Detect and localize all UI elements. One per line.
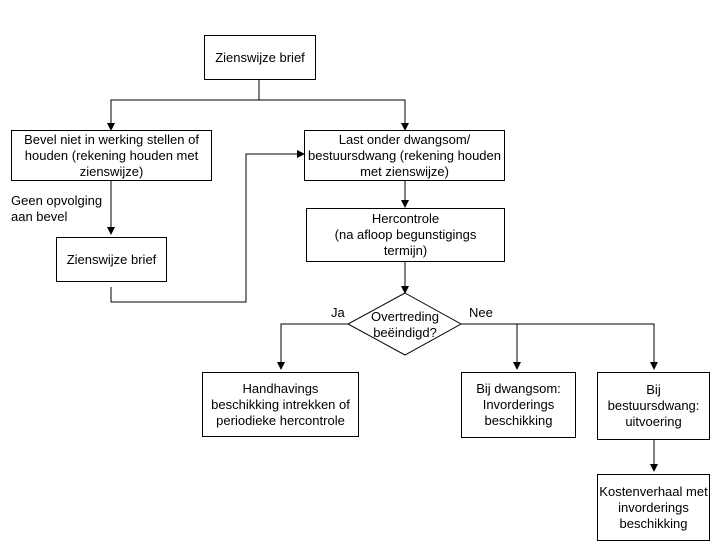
node-handhavings-text: Handhavings beschikking intrekken of per…	[211, 380, 350, 428]
decision-diamond	[346, 292, 463, 356]
node-bestuursdwang-text: Bij bestuursdwang: uitvoering	[607, 382, 700, 429]
node-bevel: Bevel niet in werking stellen of houden …	[11, 130, 212, 181]
node-zienswijze-left-text: Zienswijze brief	[66, 251, 157, 267]
node-hercontrole-text: Hercontrole (na afloop begunstigings ter…	[334, 211, 477, 258]
node-kostenverhaal: Kostenverhaal met invorderings beschikki…	[597, 474, 710, 541]
node-zienswijze-left: Zienswijze brief	[56, 237, 167, 282]
node-dwangsom: Bij dwangsom: Invorderings beschikking	[461, 372, 576, 438]
connector-nee	[461, 323, 658, 370]
label-geen-opvolging: Geen opvolging aan bevel	[11, 193, 103, 224]
connector-left-loop	[110, 150, 305, 303]
node-zienswijze-top-text: Zienswijze brief	[215, 49, 305, 65]
node-last-text: Last onder dwangsom/ bestuursdwang (reke…	[308, 131, 501, 179]
label-nee: Nee	[469, 305, 493, 320]
node-last: Last onder dwangsom/ bestuursdwang (reke…	[304, 130, 505, 181]
decision-text: Overtreding beëindigd?	[371, 309, 439, 340]
node-handhavings: Handhavings beschikking intrekken of per…	[202, 372, 359, 437]
label-ja: Ja	[331, 305, 345, 320]
node-hercontrole: Hercontrole (na afloop begunstigings ter…	[306, 208, 505, 262]
connector-top-split	[107, 80, 260, 131]
node-dwangsom-text: Bij dwangsom: Invorderings beschikking	[476, 381, 561, 428]
node-kostenverhaal-text: Kostenverhaal met invorderings beschikki…	[599, 483, 708, 531]
node-bevel-text: Bevel niet in werking stellen of houden …	[24, 131, 199, 179]
connector-ja	[277, 323, 348, 370]
connector-top-right	[259, 99, 409, 131]
node-zienswijze-top: Zienswijze brief	[204, 35, 316, 80]
node-bestuursdwang: Bij bestuursdwang: uitvoering	[597, 372, 710, 440]
